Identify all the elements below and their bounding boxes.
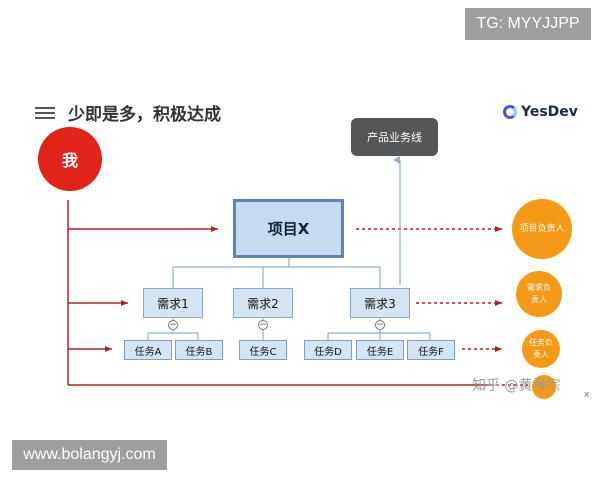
watermark-site: www.bolangyj.com — [12, 440, 167, 470]
task-node: 任务B — [175, 340, 223, 360]
slide-title: 少即是多，积极达成 — [68, 105, 221, 125]
task-node: 任务E — [356, 340, 404, 360]
task-node: 任务F — [407, 340, 455, 360]
product-line-node: 产品业务线 — [351, 118, 438, 156]
collapse-icon[interactable]: − — [258, 319, 268, 330]
yesdev-logo: YesDev — [503, 104, 578, 120]
collapse-icon[interactable]: − — [168, 319, 178, 330]
task-node: 任务C — [239, 340, 287, 360]
collapse-icon[interactable]: − — [375, 319, 385, 330]
watermark-tg: TG: MYYJJPP — [465, 8, 591, 40]
yesdev-logo-icon — [503, 105, 517, 119]
task-node: 任务A — [124, 340, 172, 360]
yesdev-logo-text: YesDev — [521, 104, 578, 120]
partial-owner-node — [532, 375, 556, 399]
requirement-node: 需求1 — [143, 288, 203, 318]
close-icon[interactable]: x — [584, 390, 590, 400]
menu-icon — [35, 104, 55, 122]
owner-solid-arrows — [67, 200, 490, 386]
zhihu-watermark: 知乎 @黄禅宗 — [472, 378, 561, 394]
project-node: 项目X — [233, 199, 344, 258]
requirement-node: 需求2 — [233, 288, 293, 318]
tree-lines — [147, 156, 431, 340]
task-node: 任务D — [304, 340, 352, 360]
requirement-owner-node: 需求负责人 — [516, 271, 562, 317]
me-node: 我 — [38, 127, 102, 191]
project-owner-node: 项目负责人 — [512, 199, 572, 259]
owner-dashed-arrows — [356, 226, 528, 386]
requirement-node: 需求3 — [350, 288, 410, 318]
task-owner-node: 任务负责人 — [522, 330, 560, 368]
